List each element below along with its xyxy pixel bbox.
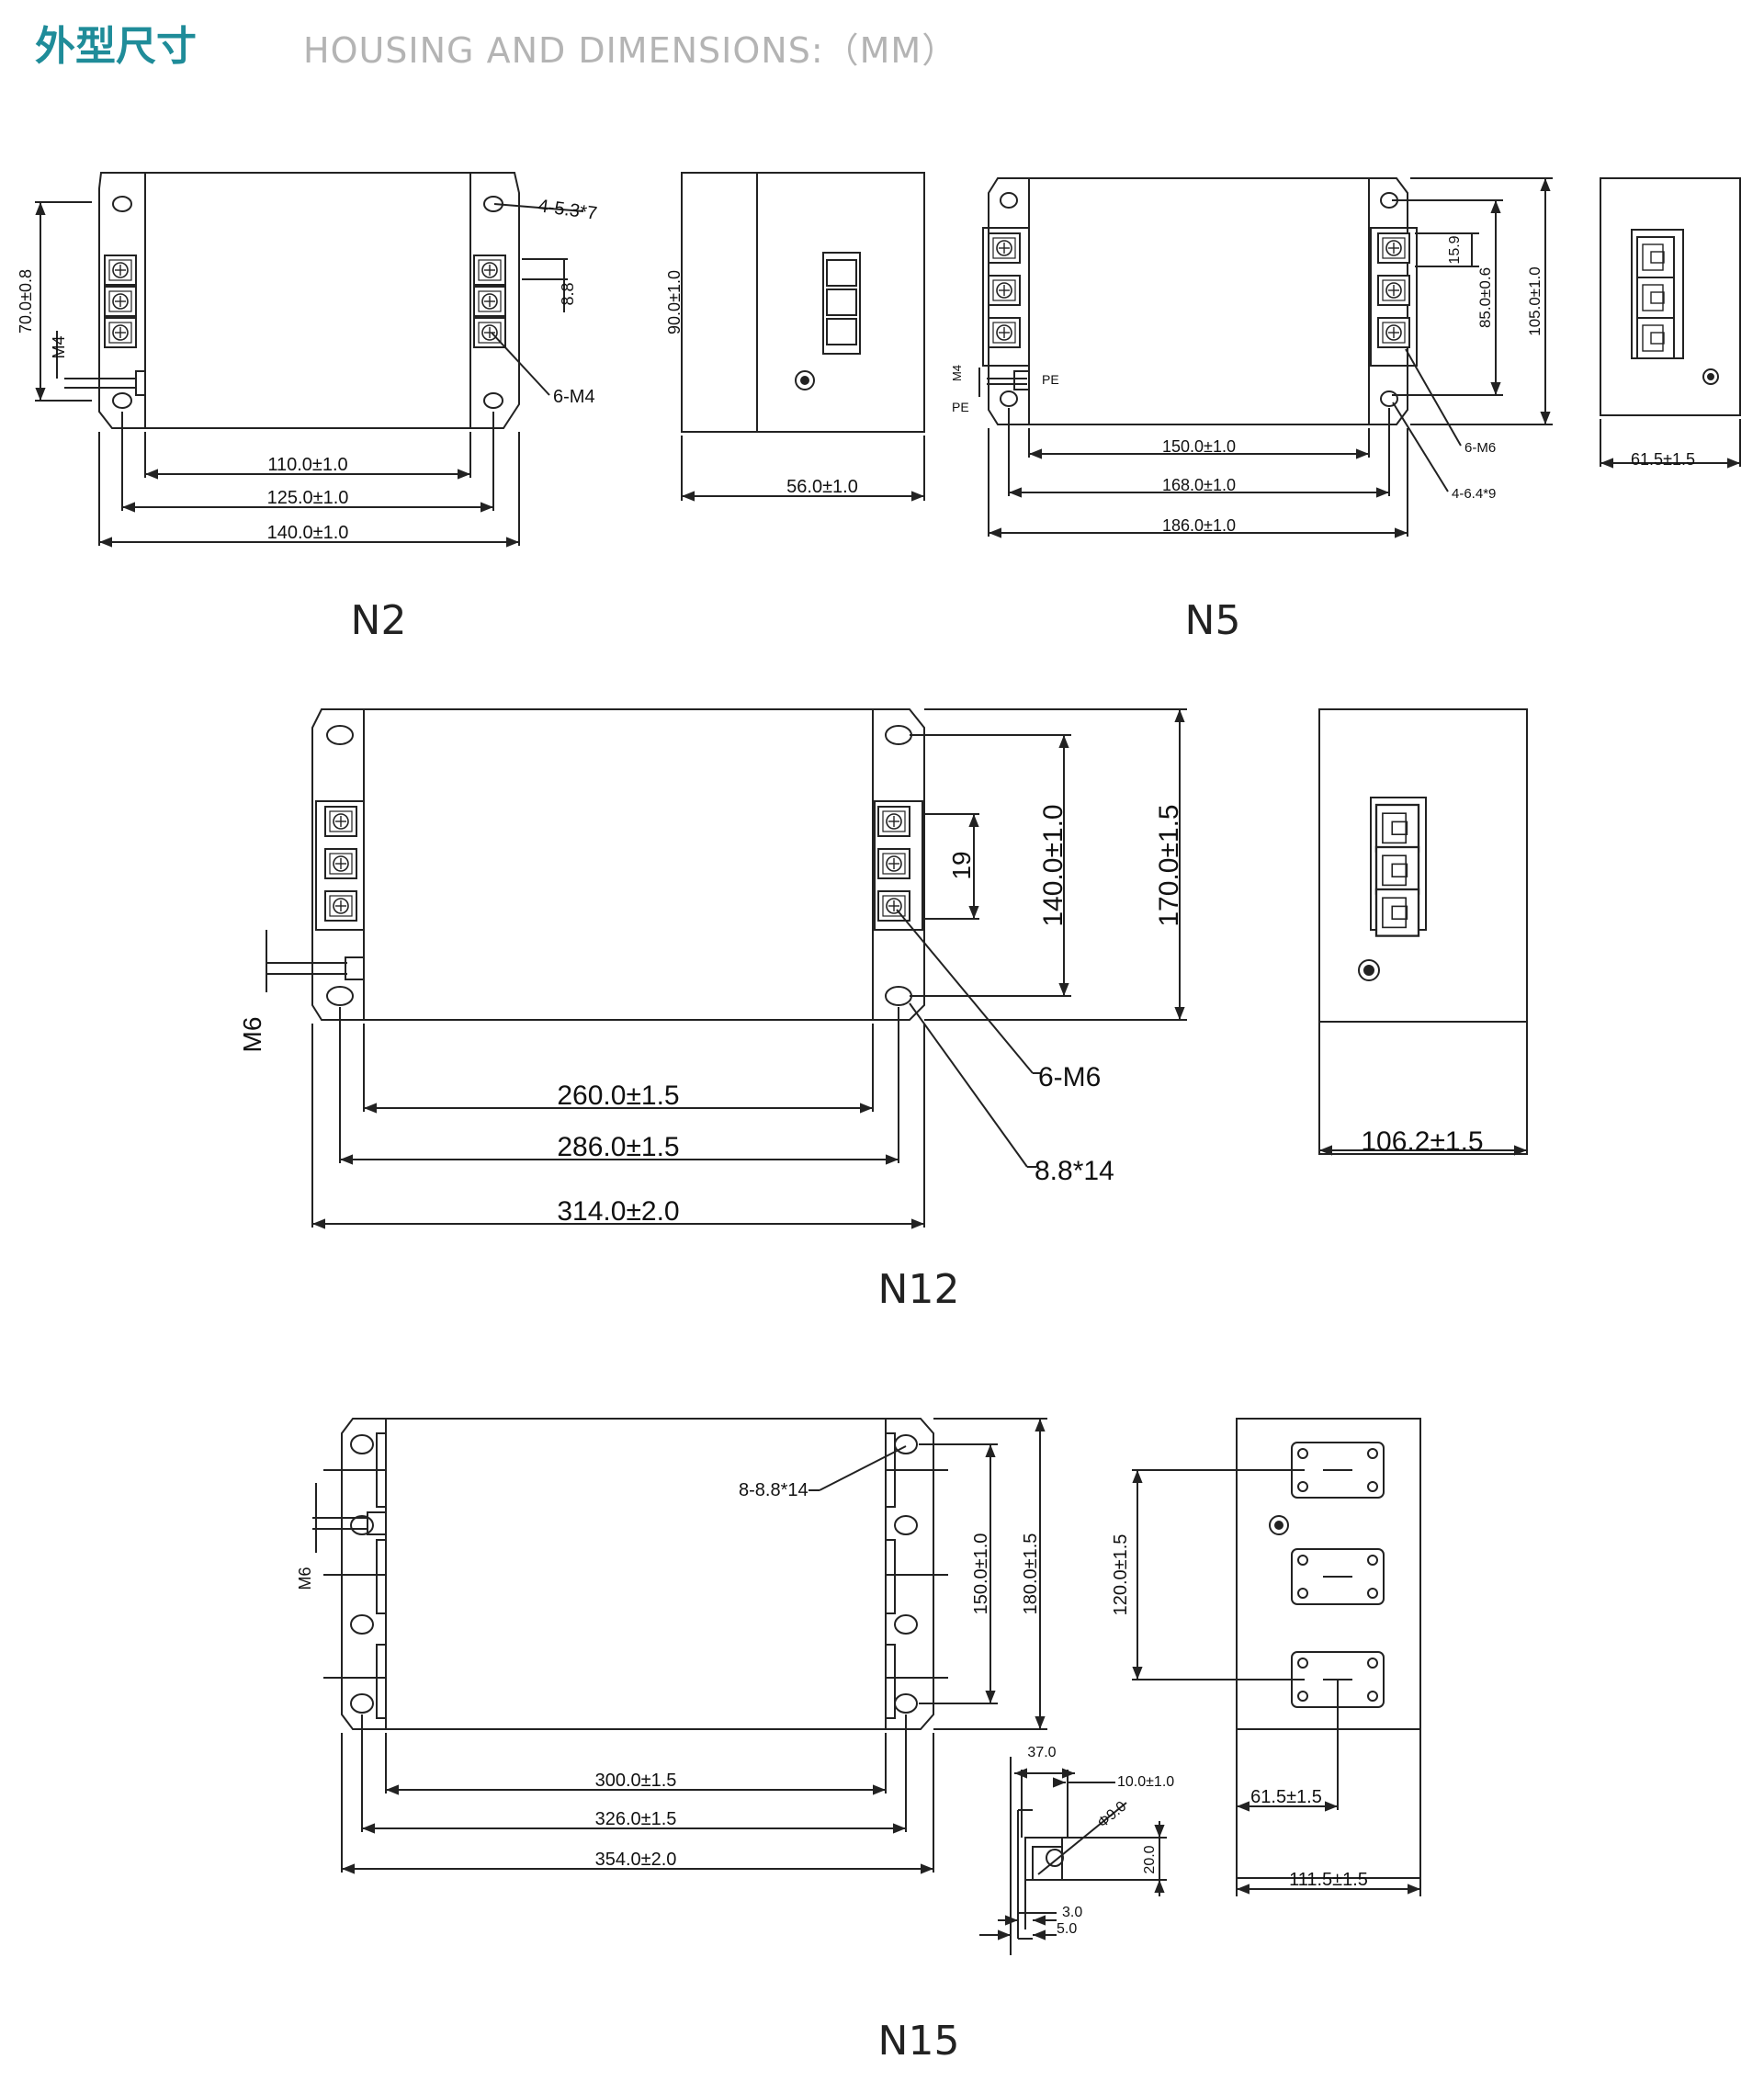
n12-dim-h1: 140.0±1.0 [1038, 804, 1069, 926]
n15-side-spacing: 120.0±1.5 [1111, 1534, 1131, 1616]
n5-dim-c: 186.0±1.0 [1162, 516, 1236, 535]
n2-side-width: 56.0±1.0 [786, 477, 858, 497]
page-title: 外型尺寸 [35, 23, 197, 70]
page-subtitle: HOUSING AND DIMENSIONS:（MM） [303, 30, 958, 71]
n12-side-width: 106.2±1.5 [1361, 1126, 1483, 1157]
n15-side-width: 111.5±1.5 [1289, 1870, 1368, 1890]
n15-side-inner: 61.5±1.5 [1250, 1787, 1322, 1807]
n12-dim-a: 260.0±1.5 [557, 1081, 679, 1111]
n15-dim-h1: 150.0±1.0 [971, 1533, 991, 1615]
n2-caption: N2 [351, 597, 407, 644]
n2-height: 70.0±0.8 [17, 269, 35, 334]
n2-side-view [681, 172, 925, 502]
n15-hole-spec: 8-8.8*14 [739, 1480, 808, 1500]
n5-side-view [1600, 177, 1741, 469]
n12-caption: N12 [878, 1266, 960, 1313]
n15-dim-h2: 180.0±1.5 [1021, 1533, 1041, 1615]
n12-hole-spec: 8.8*14 [1035, 1156, 1114, 1186]
n2-dim-c: 140.0±1.0 [267, 523, 349, 543]
n5-terminal-spec: 6-M6 [1464, 440, 1496, 456]
n5-pe-top: PE [1042, 372, 1059, 387]
n5-pitch: 15.9 [1447, 235, 1463, 264]
n12-ground: M6 [238, 1017, 266, 1053]
n12-dim-b: 286.0±1.5 [557, 1132, 679, 1162]
n15-front-view [312, 1418, 1047, 1874]
n5-dim-b: 168.0±1.0 [1162, 476, 1236, 494]
n15-detail-height: 20.0 [1142, 1845, 1158, 1873]
n2-side-height: 90.0±1.0 [665, 270, 684, 334]
n5-dim-a: 150.0±1.0 [1162, 437, 1236, 456]
n15-ground: M6 [296, 1567, 314, 1590]
n15-detail-width: 37.0 [1027, 1745, 1056, 1760]
n15-caption: N15 [878, 2018, 960, 2065]
n5-dim-h2: 105.0±1.0 [1526, 266, 1544, 336]
n2-terminal-spec: 6-M4 [553, 387, 595, 407]
n2-dim-a: 110.0±1.0 [267, 455, 347, 475]
n2-hole-spec: 4-5.3*7 [537, 196, 598, 224]
n12-front-view [266, 708, 1187, 1229]
n15-detail-offset: 10.0±1.0 [1117, 1774, 1174, 1790]
n5-front-view [978, 177, 1553, 538]
n12-dim-c: 314.0±2.0 [557, 1196, 679, 1227]
n15-dim-b: 326.0±1.5 [595, 1809, 677, 1829]
n15-side-view [1132, 1418, 1421, 1896]
n5-side-width: 61.5±1.5 [1631, 450, 1695, 469]
n5-hole-spec: 4-6.4*9 [1452, 486, 1496, 502]
n15-dim-c: 354.0±2.0 [595, 1850, 677, 1870]
n12-dim-h2: 170.0±1.5 [1154, 804, 1184, 926]
n15-terminal-detail [979, 1757, 1167, 1955]
n5-ground: M4 [950, 365, 964, 381]
n15-dim-a: 300.0±1.5 [595, 1771, 677, 1791]
n12-terminal-spec: 6-M6 [1038, 1062, 1101, 1092]
n2-front-view [35, 172, 584, 548]
n5-pe-bottom: PE [952, 400, 969, 414]
n2-ground: M4 [50, 335, 68, 358]
n12-pitch: 19 [947, 851, 976, 879]
n5-caption: N5 [1185, 597, 1241, 644]
n15-detail-thick1: 3.0 [1062, 1905, 1082, 1920]
n2-dim-b: 125.0±1.0 [267, 488, 349, 508]
n2-pitch: 8.8 [559, 282, 577, 305]
n12-side-view [1318, 708, 1528, 1156]
n15-detail-thick2: 5.0 [1057, 1921, 1077, 1937]
n5-dim-h1: 85.0±0.6 [1476, 267, 1494, 328]
